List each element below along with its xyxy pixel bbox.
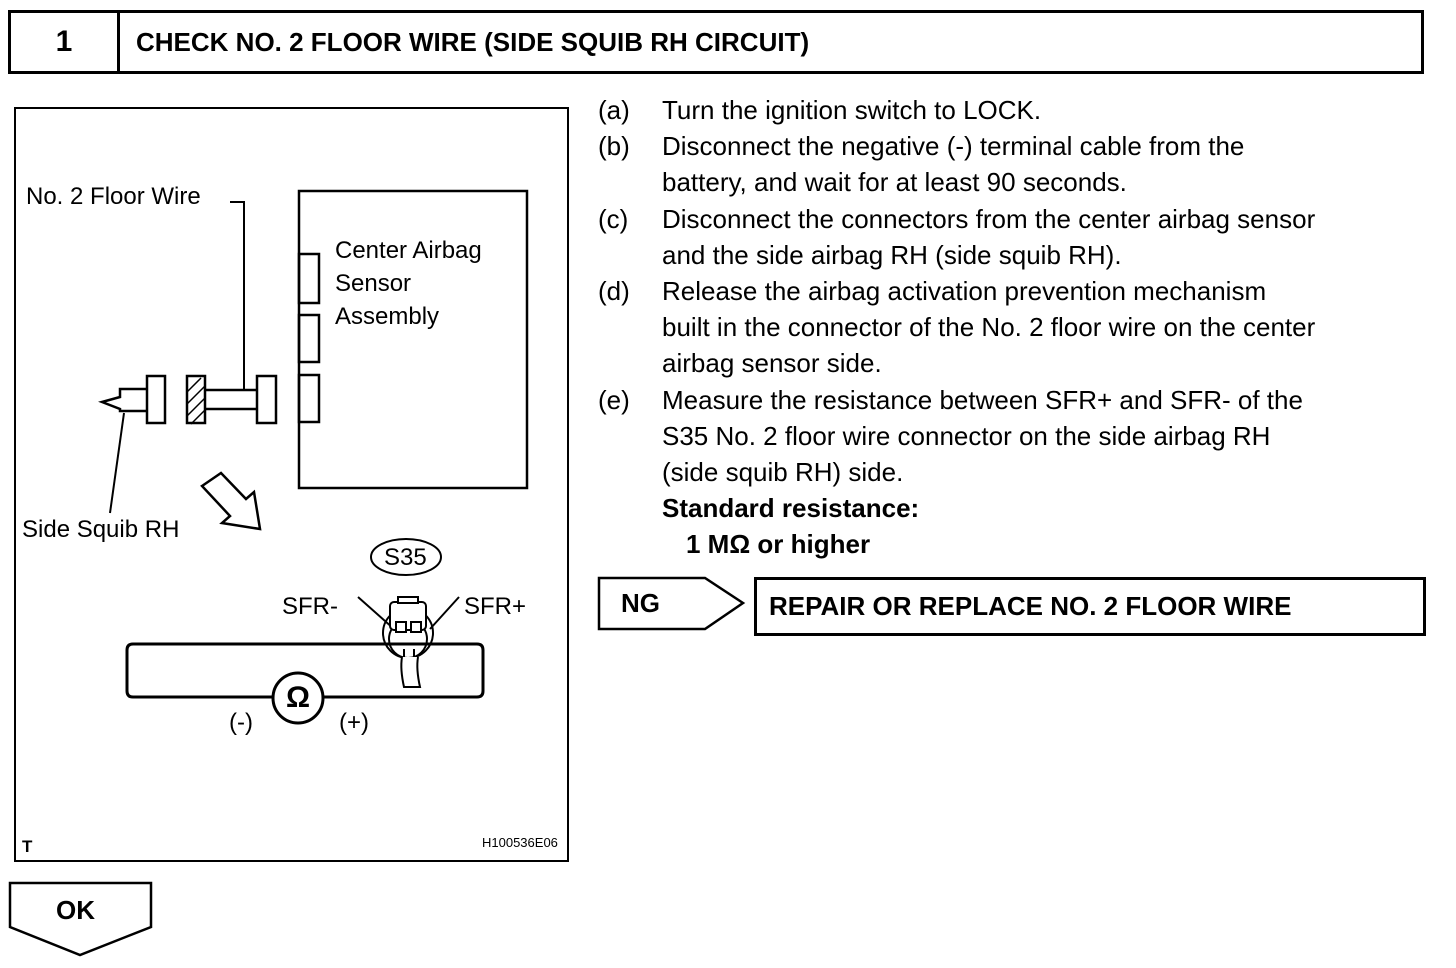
- step-text: Disconnect the connectors from the cente…: [662, 203, 1316, 234]
- step-text: (side squib RH) side.: [662, 457, 904, 488]
- label-sfr-minus: SFR-: [282, 593, 338, 620]
- sensor-assembly-box: [297, 189, 529, 490]
- corner-mark: T: [22, 837, 33, 856]
- step-number: 1: [11, 13, 120, 71]
- step-text: and the side airbag RH (side squib RH).: [662, 239, 1122, 270]
- step-text: battery, and wait for at least 90 second…: [662, 167, 1127, 198]
- connector-callout-oval: [370, 538, 442, 576]
- ng-action-box: REPAIR OR REPLACE NO. 2 FLOOR WIRE: [754, 577, 1426, 636]
- label-connector-s35: S35: [384, 544, 427, 571]
- procedure-step-e: (e) Measure the resistance between SFR+ …: [598, 382, 1428, 491]
- standard-resistance-label: Standard resistance:: [662, 493, 920, 524]
- label-sfr-plus: SFR+: [464, 593, 527, 620]
- label-negative: (-): [229, 709, 253, 736]
- procedure-step-c: (c) Disconnect the connectors from the c…: [598, 201, 1428, 273]
- step-text: airbag sensor side.: [662, 348, 882, 379]
- procedure-step-d: (d) Release the airbag activation preven…: [598, 273, 1428, 382]
- ok-arrow: [8, 881, 153, 957]
- standard-resistance-value: 1 MΩ or higher: [686, 529, 871, 560]
- squib-connector: [145, 374, 167, 425]
- ohm-symbol: Ω: [286, 681, 311, 714]
- step-text: Release the airbag activation prevention…: [662, 276, 1267, 307]
- step-header: 1 CHECK NO. 2 FLOOR WIRE (SIDE SQUIB RH …: [8, 10, 1424, 74]
- ohmmeter: [271, 671, 325, 725]
- procedure-step-a: (a) Turn the ignition switch to LOCK.: [598, 92, 1428, 128]
- label-side-squib: Side Squib RH: [22, 516, 180, 543]
- step-letter: (e): [598, 384, 630, 415]
- step-title: CHECK NO. 2 FLOOR WIRE (SIDE SQUIB RH CI…: [136, 26, 810, 57]
- step-letter: (c): [598, 203, 629, 234]
- floor-wire-end-connector: [255, 374, 278, 425]
- step-text: Measure the resistance between SFR+ and …: [662, 384, 1303, 415]
- meter-probe-loop: [125, 642, 485, 699]
- direction-arrow: [200, 471, 262, 531]
- wiring-figure: No. 2 Floor Wire Center Airbag Sensor As…: [14, 107, 569, 862]
- step-text: Turn the ignition switch to LOCK.: [662, 95, 1042, 125]
- side-squib-plug: [98, 387, 147, 413]
- label-sensor-line2: Sensor: [335, 270, 412, 297]
- ng-action-text: REPAIR OR REPLACE NO. 2 FLOOR WIRE: [769, 591, 1292, 621]
- step-letter: (b): [598, 131, 630, 162]
- step-letter: (a): [598, 95, 630, 125]
- step-text: S35 No. 2 floor wire connector on the si…: [662, 420, 1271, 451]
- label-sensor-line3: Assembly: [335, 303, 440, 330]
- figure-id: H100536E06: [482, 835, 558, 850]
- step-letter: (d): [598, 276, 630, 307]
- label-sensor-line1: Center Airbag: [335, 237, 482, 264]
- step-text: Disconnect the negative (-) terminal cab…: [662, 131, 1245, 162]
- ng-label: NG: [621, 588, 660, 618]
- procedure-step-b: (b) Disconnect the negative (-) terminal…: [598, 128, 1428, 200]
- procedure-steps: (a) Turn the ignition switch to LOCK. (b…: [598, 92, 1428, 563]
- step-text: built in the connector of the No. 2 floo…: [662, 312, 1316, 343]
- wiring-diagram: [98, 189, 529, 725]
- label-positive: (+): [339, 709, 369, 736]
- floor-wire-connector-hatched: [185, 374, 207, 425]
- label-floor-wire: No. 2 Floor Wire: [26, 183, 201, 210]
- ok-label: OK: [56, 895, 95, 925]
- ng-arrow: [597, 576, 746, 631]
